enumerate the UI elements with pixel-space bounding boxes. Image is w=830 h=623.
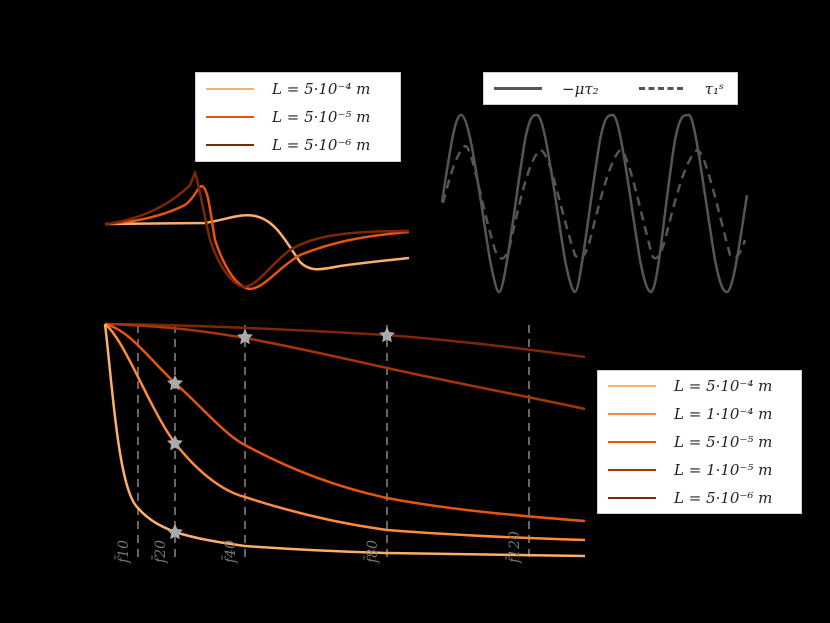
star-marker [167,435,183,451]
vline-label-f120: f̄120 [507,531,523,563]
legend-entry: L = 5·10⁻⁵ m [196,103,400,131]
legend-swatch [608,496,656,500]
star-markers [167,327,395,540]
legend-swatch [608,440,656,444]
legend-label: L = 1·10⁻⁵ m [674,461,773,479]
legend-label: L = 5·10⁻⁴ m [272,80,371,98]
bottom-plot [103,322,586,560]
vline-label-f40: f̄40 [223,540,239,563]
legend-top-left: L = 5·10⁻⁴ m L = 5·10⁻⁵ m L = 5·10⁻⁶ m [195,72,401,162]
top-left-plot [104,169,410,291]
legend-entry: L = 1·10⁻⁵ m [598,456,801,484]
star-marker [167,375,183,391]
curve-L-5e-5-bottom [104,322,586,523]
legend-bottom: L = 5·10⁻⁴ m L = 1·10⁻⁴ m L = 5·10⁻⁵ m L… [597,370,802,514]
legend-label: L = 5·10⁻⁴ m [674,377,773,395]
star-marker [379,327,395,343]
legend-top-right: −μτ₂ τ₁ˢ [483,72,738,105]
legend-swatch-dashed [638,87,683,90]
legend-swatch [206,143,254,147]
legend-label: L = 5·10⁻⁵ m [674,433,773,451]
legend-entry: L = 5·10⁻⁵ m [598,428,801,456]
legend-label: L = 5·10⁻⁶ m [674,489,773,507]
star-marker [167,524,183,540]
curve-L-5e-4 [104,214,410,271]
vline-label-f80: f̄80 [365,540,381,563]
curve-L-5e-4-bottom [103,323,586,558]
vertical-marker-lines [137,325,530,560]
legend-label: −μτ₂ [562,79,599,98]
legend-swatch [608,468,656,472]
vline-label-f10: f̄10 [116,540,132,563]
legend-swatch [608,384,656,388]
vline-label-f20: f̄20 [153,540,169,563]
legend-label: L = 1·10⁻⁴ m [674,405,773,423]
legend-label: L = 5·10⁻⁶ m [272,136,371,154]
legend-label: τ₁ˢ [704,79,725,98]
legend-swatch [608,412,656,416]
curve-L-1e-4-bottom [104,323,586,542]
curve-L-5e-6 [104,169,410,289]
legend-swatch [206,87,254,91]
curve-L-5e-5 [104,184,410,291]
legend-entry: L = 5·10⁻⁶ m [598,484,801,512]
legend-swatch-solid [494,87,542,90]
star-marker [237,329,253,345]
legend-entry: L = 5·10⁻⁴ m [598,372,801,400]
legend-swatch [206,115,254,119]
top-right-plot [440,113,749,294]
legend-entry: L = 5·10⁻⁶ m [196,131,400,159]
legend-entry: L = 5·10⁻⁴ m [196,75,400,103]
legend-entry: L = 1·10⁻⁴ m [598,400,801,428]
curve-tau1s [441,144,747,260]
curve-L-1e-5-bottom [104,322,586,411]
legend-label: L = 5·10⁻⁵ m [272,108,371,126]
curve-mu-tau2 [440,113,749,294]
